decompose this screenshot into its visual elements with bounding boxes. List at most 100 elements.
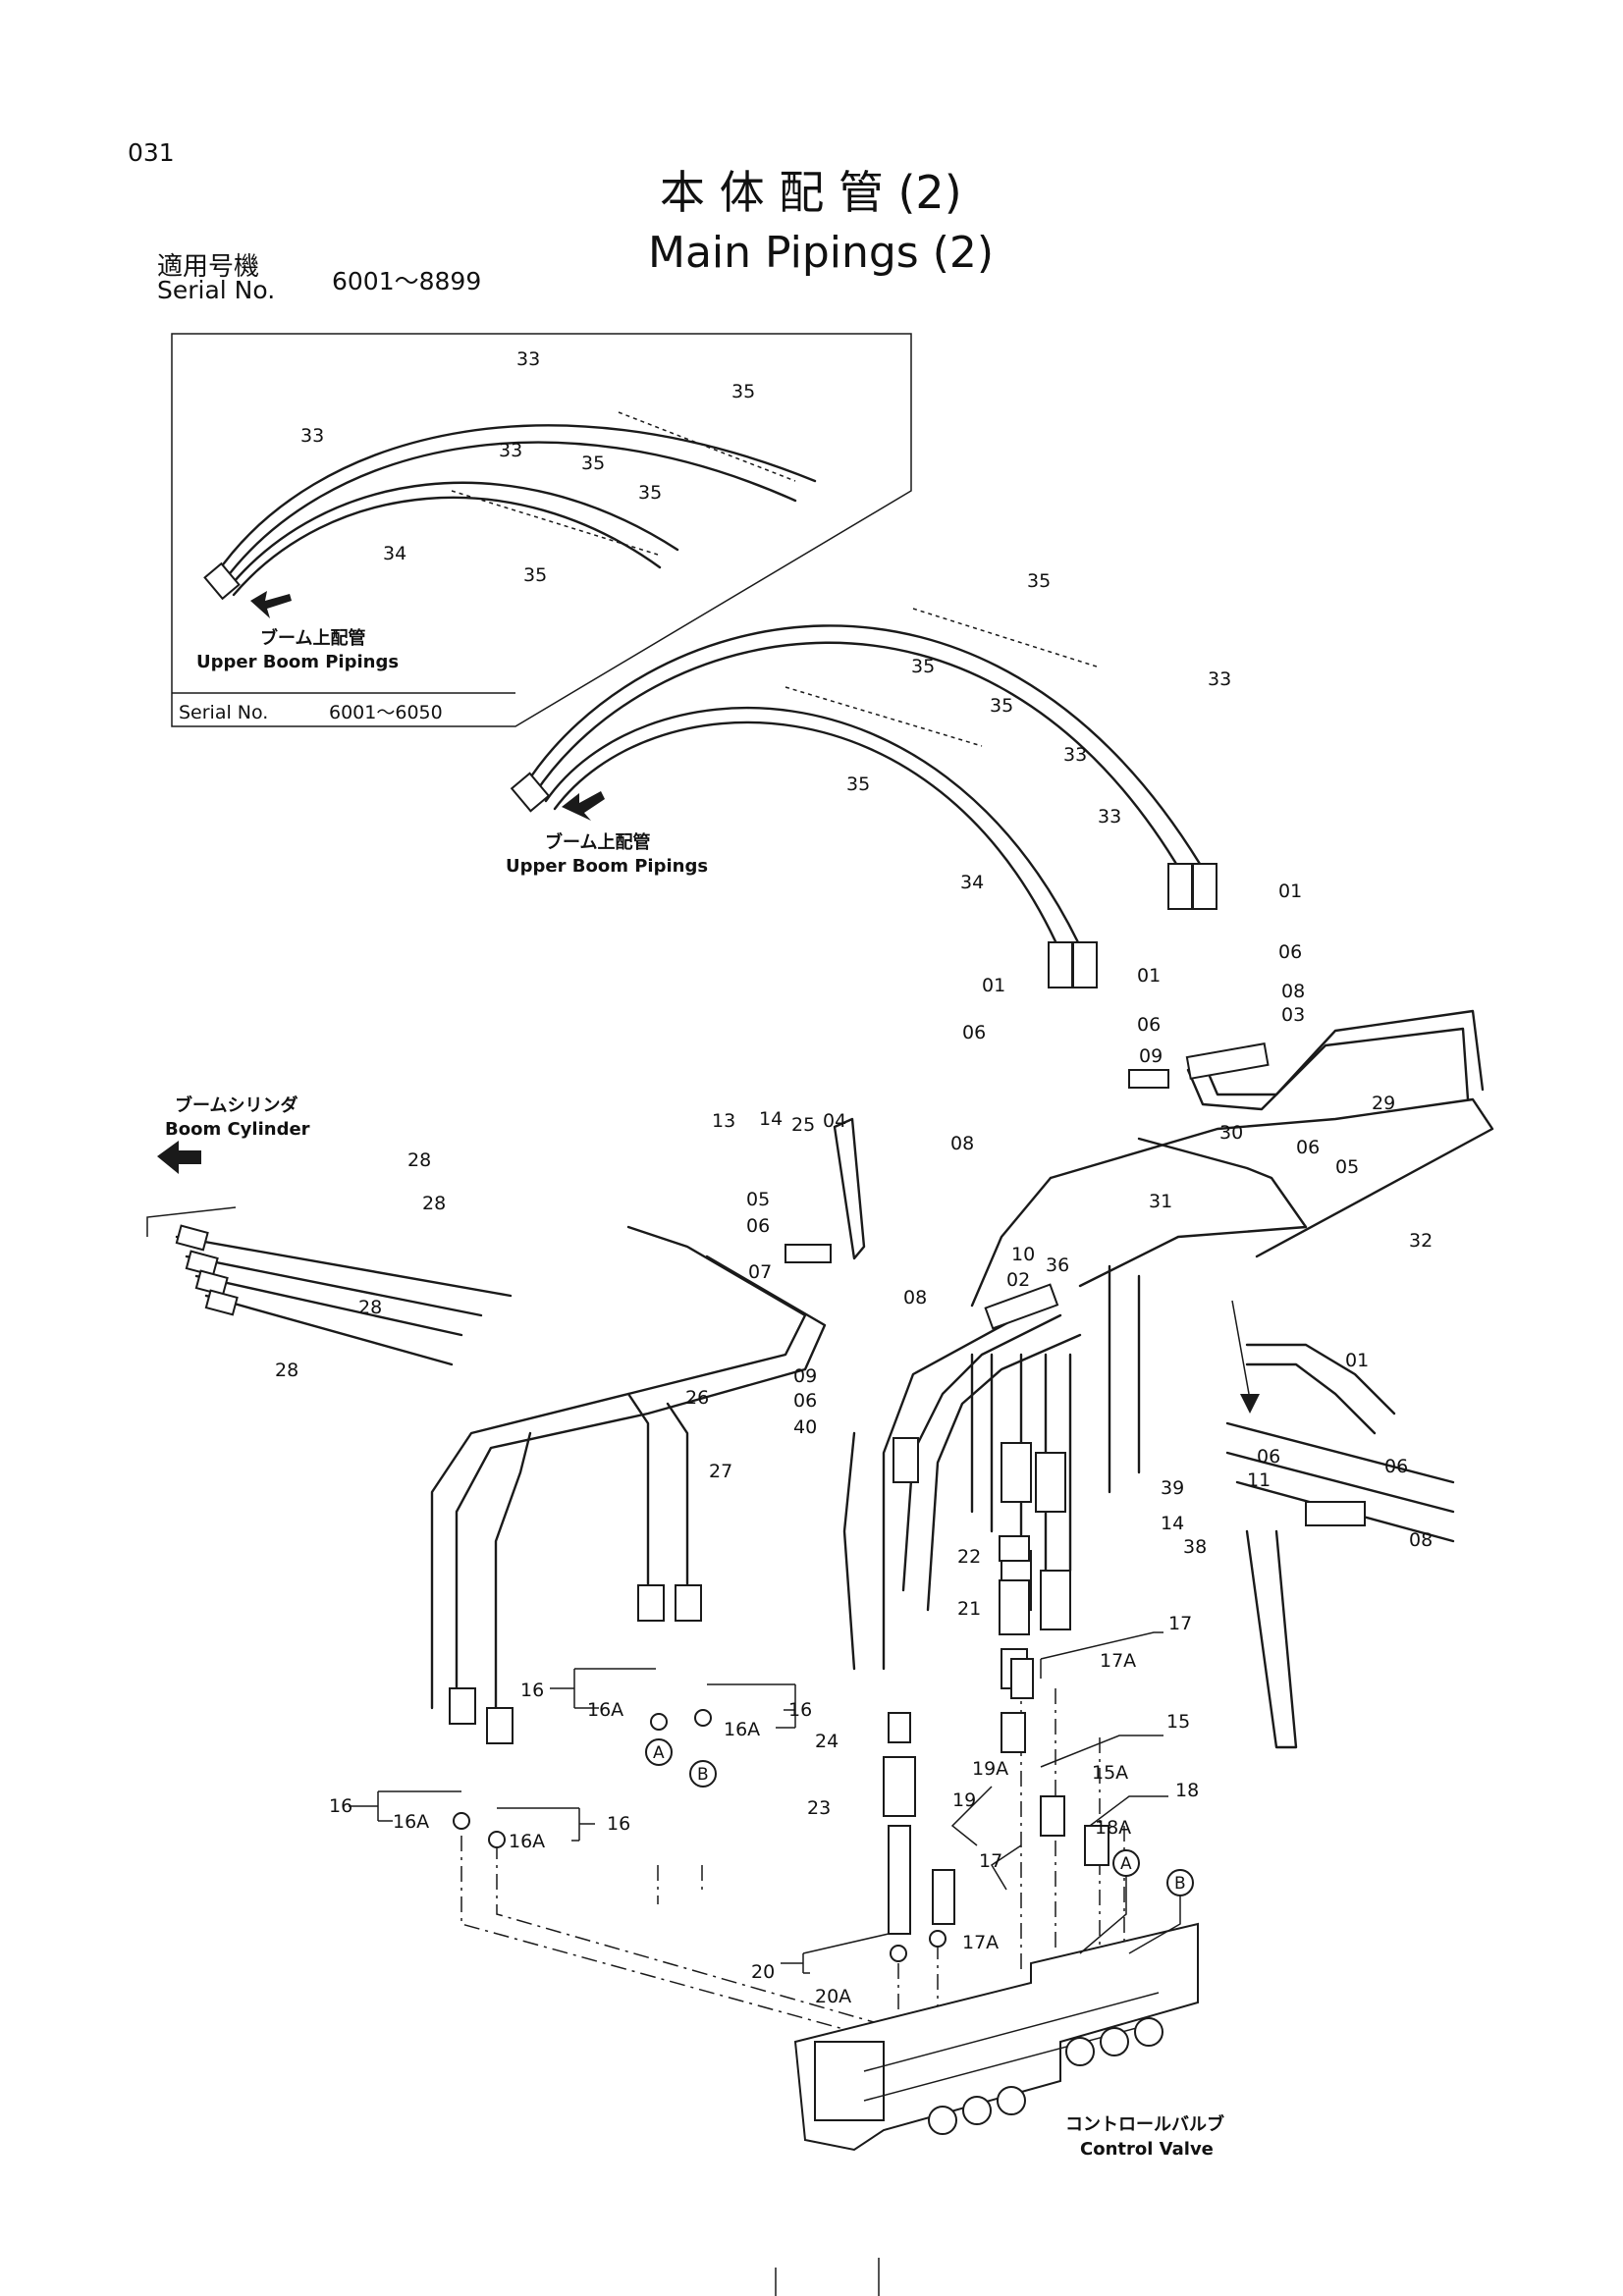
callout: 07 <box>748 1261 772 1283</box>
upper-boom-hoses <box>510 608 1217 988</box>
boom-cylinder-arrow-icon <box>157 1141 201 1174</box>
callout: 06 <box>746 1215 770 1237</box>
callout: 16 <box>607 1813 630 1835</box>
port-marker-b: B <box>1174 1874 1186 1894</box>
callouts: 35 35 35 35 33 33 33 34 01 06 08 03 01 0… <box>275 570 1433 2007</box>
callout: 25 <box>791 1114 815 1136</box>
callout: 35 <box>1027 570 1051 592</box>
callout: 16A <box>509 1831 545 1852</box>
upper-boom-arrow-icon <box>562 791 605 821</box>
callout: 33 <box>1063 744 1087 766</box>
inset-callout: 33 <box>516 348 540 370</box>
callout: 16A <box>724 1719 760 1740</box>
callout: 03 <box>1281 1004 1305 1026</box>
callout: 40 <box>793 1416 817 1438</box>
callout: 14 <box>1161 1513 1184 1534</box>
callout: 05 <box>1335 1156 1359 1178</box>
callout: 18A <box>1095 1817 1131 1839</box>
inset-serial-label: Serial No. <box>179 702 268 723</box>
callout: 19 <box>952 1789 976 1811</box>
callout: 29 <box>1372 1093 1395 1114</box>
callout: 06 <box>1278 941 1302 963</box>
callout: 16 <box>520 1680 544 1701</box>
callout: 08 <box>1409 1529 1433 1551</box>
callout: 05 <box>746 1189 770 1210</box>
callout: 09 <box>1139 1045 1163 1067</box>
callout: 36 <box>1046 1255 1069 1276</box>
control-valve <box>793 1922 1199 2152</box>
inset-callout: 35 <box>581 453 605 474</box>
inset-callout: 33 <box>300 425 324 447</box>
upper-boom-caption-jp: ブーム上配管 <box>545 831 650 853</box>
callout: 11 <box>1247 1469 1271 1491</box>
callout: 32 <box>1409 1230 1433 1252</box>
callout: 35 <box>846 774 870 795</box>
callout: 30 <box>1219 1122 1243 1144</box>
port-markers: A B A B <box>645 1738 1194 1954</box>
callout: 01 <box>1137 965 1161 987</box>
callout: 21 <box>957 1598 981 1620</box>
callout: 17 <box>1168 1613 1192 1634</box>
control-valve-caption-jp: コントロールバルブ <box>1065 2113 1224 2135</box>
callout: 06 <box>1296 1137 1320 1158</box>
callout: 33 <box>1208 668 1231 690</box>
callout: 16A <box>587 1699 623 1721</box>
callout: 01 <box>1278 881 1302 902</box>
inset-hoses <box>203 411 817 601</box>
callout: 35 <box>911 656 935 677</box>
callout: 28 <box>407 1149 431 1171</box>
boom-cylinder-caption-en: Boom Cylinder <box>165 1119 310 1140</box>
callout: 14 <box>759 1108 783 1130</box>
callout: 17A <box>962 1932 999 1953</box>
callout: 26 <box>685 1387 709 1409</box>
callout: 16 <box>329 1795 352 1817</box>
port-marker-a: A <box>1120 1854 1132 1874</box>
callout: 35 <box>990 695 1013 717</box>
callout: 33 <box>1098 806 1121 828</box>
page-number: 031 <box>128 138 175 167</box>
callout: 06 <box>1257 1446 1280 1468</box>
upper-boom-caption-en: Upper Boom Pipings <box>506 856 708 877</box>
callout: 24 <box>815 1731 839 1752</box>
callout: 39 <box>1161 1477 1184 1499</box>
callout: 16 <box>788 1699 812 1721</box>
title-jp: 本 体 配 管 (2) <box>660 166 962 219</box>
right-bracket <box>1225 1343 1455 1749</box>
callout: 15 <box>1166 1711 1190 1733</box>
inset-callout: 35 <box>731 381 755 402</box>
serial-value: 6001～8899 <box>332 267 481 295</box>
callout: 20A <box>815 1986 851 2007</box>
inset-callout: 35 <box>638 482 662 504</box>
serial-label-en: Serial No. <box>157 276 275 304</box>
callout: 06 <box>1384 1456 1408 1477</box>
port-marker-b: B <box>697 1765 709 1785</box>
control-valve-caption-en: Control Valve <box>1080 2139 1214 2160</box>
callout: 04 <box>823 1110 846 1132</box>
inset-serial-value: 6001～6050 <box>329 702 443 723</box>
callout: 06 <box>793 1390 817 1412</box>
port-marker-a: A <box>653 1743 665 1763</box>
callout: 02 <box>1006 1269 1030 1291</box>
callout: 08 <box>950 1133 974 1154</box>
leader-lines <box>349 1631 1168 1974</box>
callout: 13 <box>712 1110 735 1132</box>
down-arrow-icon <box>1240 1394 1260 1414</box>
callout: 22 <box>957 1546 981 1568</box>
callout: 28 <box>422 1193 446 1214</box>
callout: 28 <box>275 1360 298 1381</box>
callout: 08 <box>903 1287 927 1308</box>
title-en: Main Pipings (2) <box>648 228 994 278</box>
callout: 09 <box>793 1365 817 1387</box>
callout: 15A <box>1092 1762 1128 1784</box>
callout: 06 <box>1137 1014 1161 1036</box>
left-pipes <box>146 1206 827 1744</box>
callout: 01 <box>982 975 1005 996</box>
callout: 17 <box>979 1850 1002 1872</box>
callout: 06 <box>962 1022 986 1043</box>
callout: 27 <box>709 1461 732 1482</box>
inset-caption-jp: ブーム上配管 <box>260 627 365 649</box>
callout: 17A <box>1100 1650 1136 1672</box>
callout: 16A <box>393 1811 429 1833</box>
callout: 01 <box>1345 1350 1369 1371</box>
